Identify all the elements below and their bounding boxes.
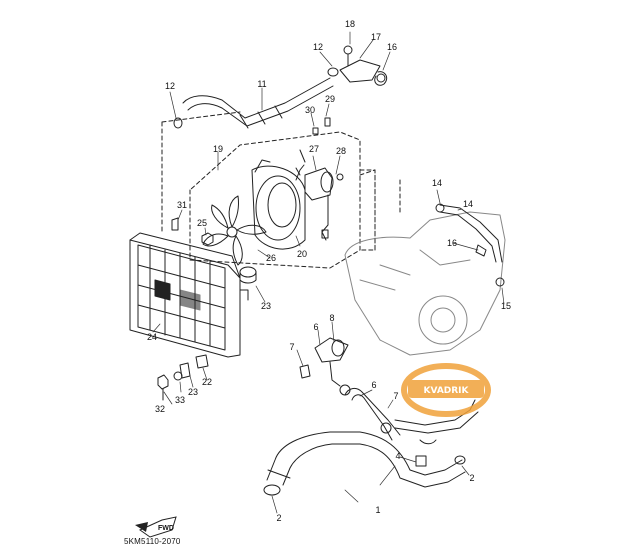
callout-label: 31 <box>177 200 187 210</box>
fwd-arrow: FWD <box>135 516 177 538</box>
callout-label: 26 <box>266 253 276 263</box>
radiator-cap <box>239 266 257 284</box>
callout-label: 8 <box>329 313 334 323</box>
callout-label: 4 <box>395 451 400 461</box>
outlet-pipe <box>299 337 349 387</box>
callout-label: 29 <box>325 94 335 104</box>
kvadrik-watermark: KVADRIK <box>401 363 491 417</box>
callout-label: 14 <box>463 199 473 209</box>
hose-clamp <box>327 67 339 77</box>
hose-clamp <box>454 455 466 465</box>
nut <box>201 232 214 246</box>
callout-label: 28 <box>336 146 346 156</box>
callout-label: 11 <box>257 79 266 89</box>
thermostat-housing <box>339 45 388 86</box>
callout-label: 30 <box>305 105 315 115</box>
radiator-outlet-hose <box>339 384 401 441</box>
radiator-mount-hardware <box>157 354 209 401</box>
callout-label: 25 <box>197 218 207 228</box>
callout-label: 19 <box>213 144 223 154</box>
callout-label: 24 <box>147 332 157 342</box>
callout-label: 6 <box>313 322 318 332</box>
fan-motor <box>295 149 344 241</box>
radiator <box>129 232 249 358</box>
callout-label: 12 <box>313 42 323 52</box>
callout-label: 6 <box>371 380 376 390</box>
callout-label: 32 <box>155 404 165 414</box>
upper-hose <box>182 77 334 129</box>
callout-label: 17 <box>371 32 381 42</box>
diagram-code: 5KM5110-2070 <box>124 537 181 546</box>
watermark-text: KVADRIK <box>423 386 469 396</box>
callout-label: 15 <box>501 301 511 311</box>
callout-label: 33 <box>175 395 185 405</box>
callout-label: 12 <box>165 81 175 91</box>
callout-label: 7 <box>393 391 398 401</box>
fan-shroud <box>251 159 306 250</box>
callout-label: 1 <box>375 505 380 515</box>
callout-label: 2 <box>469 473 474 483</box>
callout-label: 23 <box>261 301 271 311</box>
bolt <box>415 455 427 467</box>
callout-label: 7 <box>289 342 294 352</box>
callout-label: 16 <box>447 238 457 248</box>
callout-label: 22 <box>202 377 212 387</box>
bolt <box>312 117 331 135</box>
engine-outline <box>344 211 506 356</box>
fwd-label: FWD <box>158 525 174 532</box>
callout-label: 2 <box>276 513 281 523</box>
coolant-pipe <box>394 399 479 445</box>
lower-hose <box>263 431 466 496</box>
hose-clamp <box>173 117 183 129</box>
bolt <box>171 217 179 231</box>
callout-label: 14 <box>432 178 442 188</box>
fan-blade <box>202 195 267 266</box>
callout-label: 20 <box>297 249 307 259</box>
callout-label: 18 <box>345 19 355 29</box>
callout-label: 27 <box>309 144 319 154</box>
callout-label: 23 <box>188 387 198 397</box>
callout-label: 16 <box>387 42 397 52</box>
